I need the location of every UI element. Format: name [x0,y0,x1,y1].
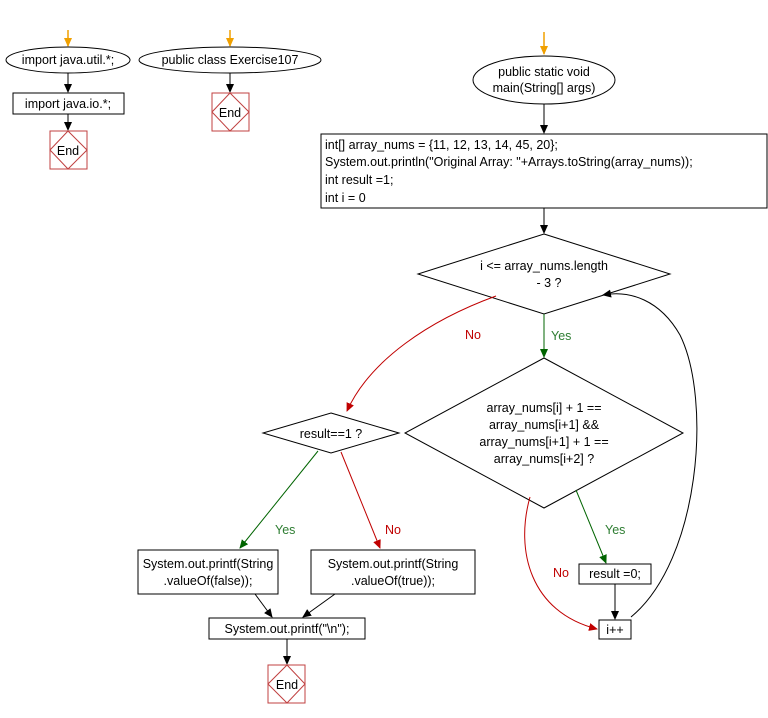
main-init-line-2: System.out.println("Original Array: "+Ar… [325,155,693,169]
check-condition-text-3: array_nums[i+1] + 1 == [479,435,608,449]
loop-condition-text-2: - 3 ? [536,276,561,290]
check-no-arrow [524,496,598,631]
result-yes-label: Yes [275,523,295,537]
true-to-newline-arrow [302,593,336,618]
main-init-line-4: int i = 0 [325,191,366,205]
loop-back-arrow [602,289,698,618]
main-end-text: End [276,678,298,692]
check-condition-text-4: array_nums[i+2] ? [494,452,594,466]
main-start-text-1: public static void [498,65,590,79]
check-condition-diamond [403,357,685,509]
main-start-node [472,55,616,105]
print-true-box [310,549,476,595]
flow2-end-text: End [219,106,241,120]
print-newline-text: System.out.printf("\n"); [225,622,350,636]
result-condition-text: result==1 ? [300,427,363,441]
check-yes-label: Yes [605,523,625,537]
check-no-label: No [553,566,569,580]
main-start-text-2: main(String[] args) [493,81,596,95]
flow1-start-text: import java.util.*; [22,53,114,67]
print-false-text-1: System.out.printf(String [143,557,274,571]
main-init-box [320,133,768,209]
check-condition-text-1: array_nums[i] + 1 == [487,401,602,415]
print-false-text-2: .valueOf(false)); [164,574,253,588]
loop-yes-label: Yes [551,329,571,343]
increment-box [598,619,632,640]
main-init-line-3: int result =1; [325,173,393,187]
result-no-arrow [340,451,381,549]
check-condition-text-2: array_nums[i+1] && [489,418,600,432]
loop-no-label: No [465,328,481,342]
flow1-end-text: End [57,144,79,158]
flow2-start-text: public class Exercise107 [162,53,299,67]
result-no-label: No [385,523,401,537]
main-end-shape [267,664,306,704]
result-yes-arrow [239,450,319,549]
result-condition-diamond [261,412,401,454]
set-result-text: result =0; [589,567,641,581]
flow2-end-shape [211,92,250,132]
main-init-line-1: int[] array_nums = {11, 12, 13, 14, 45, … [325,138,558,152]
loop-condition-diamond [416,233,672,315]
loop-condition-text-1: i <= array_nums.length [480,259,608,273]
flow1-end-shape [49,130,88,170]
increment-text: i++ [606,623,623,637]
flow1-step-text: import java.io.*; [25,97,111,111]
print-false-box [137,549,279,595]
false-to-newline-arrow [254,593,273,618]
check-yes-arrow [575,489,607,564]
loop-no-arrow [346,295,497,412]
print-true-text-2: .valueOf(true)); [351,574,435,588]
print-true-text-1: System.out.printf(String [328,557,459,571]
